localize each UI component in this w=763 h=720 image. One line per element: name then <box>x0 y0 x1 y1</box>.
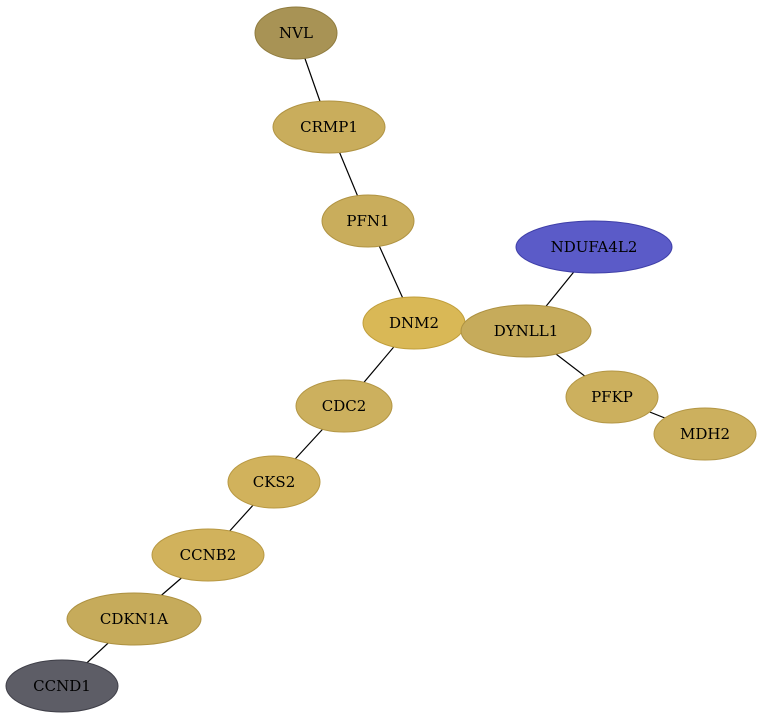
node-mdh2[interactable]: MDH2 <box>653 407 757 461</box>
node-label: CRMP1 <box>300 118 358 136</box>
node-shape[interactable] <box>227 455 321 509</box>
node-shape[interactable] <box>565 370 659 424</box>
node-shape[interactable] <box>254 6 338 60</box>
node-ccnd1[interactable]: CCND1 <box>5 659 119 713</box>
node-label: CKS2 <box>253 473 296 491</box>
node-ccnb2[interactable]: CCNB2 <box>151 528 265 582</box>
node-label: CDC2 <box>322 397 367 415</box>
node-label: CDKN1A <box>100 610 168 628</box>
node-label: PFN1 <box>346 212 389 230</box>
node-pfn1[interactable]: PFN1 <box>321 194 415 248</box>
node-dnm2[interactable]: DNM2 <box>362 296 466 350</box>
node-shape[interactable] <box>5 659 119 713</box>
node-cdkn1a[interactable]: CDKN1A <box>66 592 202 646</box>
node-shape[interactable] <box>295 379 393 433</box>
node-label: CCND1 <box>33 677 91 695</box>
node-label: NVL <box>279 24 313 42</box>
node-shape[interactable] <box>66 592 202 646</box>
node-dynll1[interactable]: DYNLL1 <box>460 304 592 358</box>
node-pfkp[interactable]: PFKP <box>565 370 659 424</box>
node-cks2[interactable]: CKS2 <box>227 455 321 509</box>
node-ndufa4l2[interactable]: NDUFA4L2 <box>515 220 673 274</box>
node-shape[interactable] <box>515 220 673 274</box>
node-label: DYNLL1 <box>494 322 559 340</box>
node-label: MDH2 <box>680 425 730 443</box>
node-shape[interactable] <box>653 407 757 461</box>
node-label: DNM2 <box>389 314 439 332</box>
node-shape[interactable] <box>460 304 592 358</box>
node-label: PFKP <box>591 388 633 406</box>
node-nvl[interactable]: NVL <box>254 6 338 60</box>
node-cdc2[interactable]: CDC2 <box>295 379 393 433</box>
node-label: NDUFA4L2 <box>551 238 638 256</box>
node-crmp1[interactable]: CRMP1 <box>272 100 386 154</box>
node-shape[interactable] <box>272 100 386 154</box>
node-shape[interactable] <box>321 194 415 248</box>
node-shape[interactable] <box>151 528 265 582</box>
node-label: CCNB2 <box>180 546 237 564</box>
